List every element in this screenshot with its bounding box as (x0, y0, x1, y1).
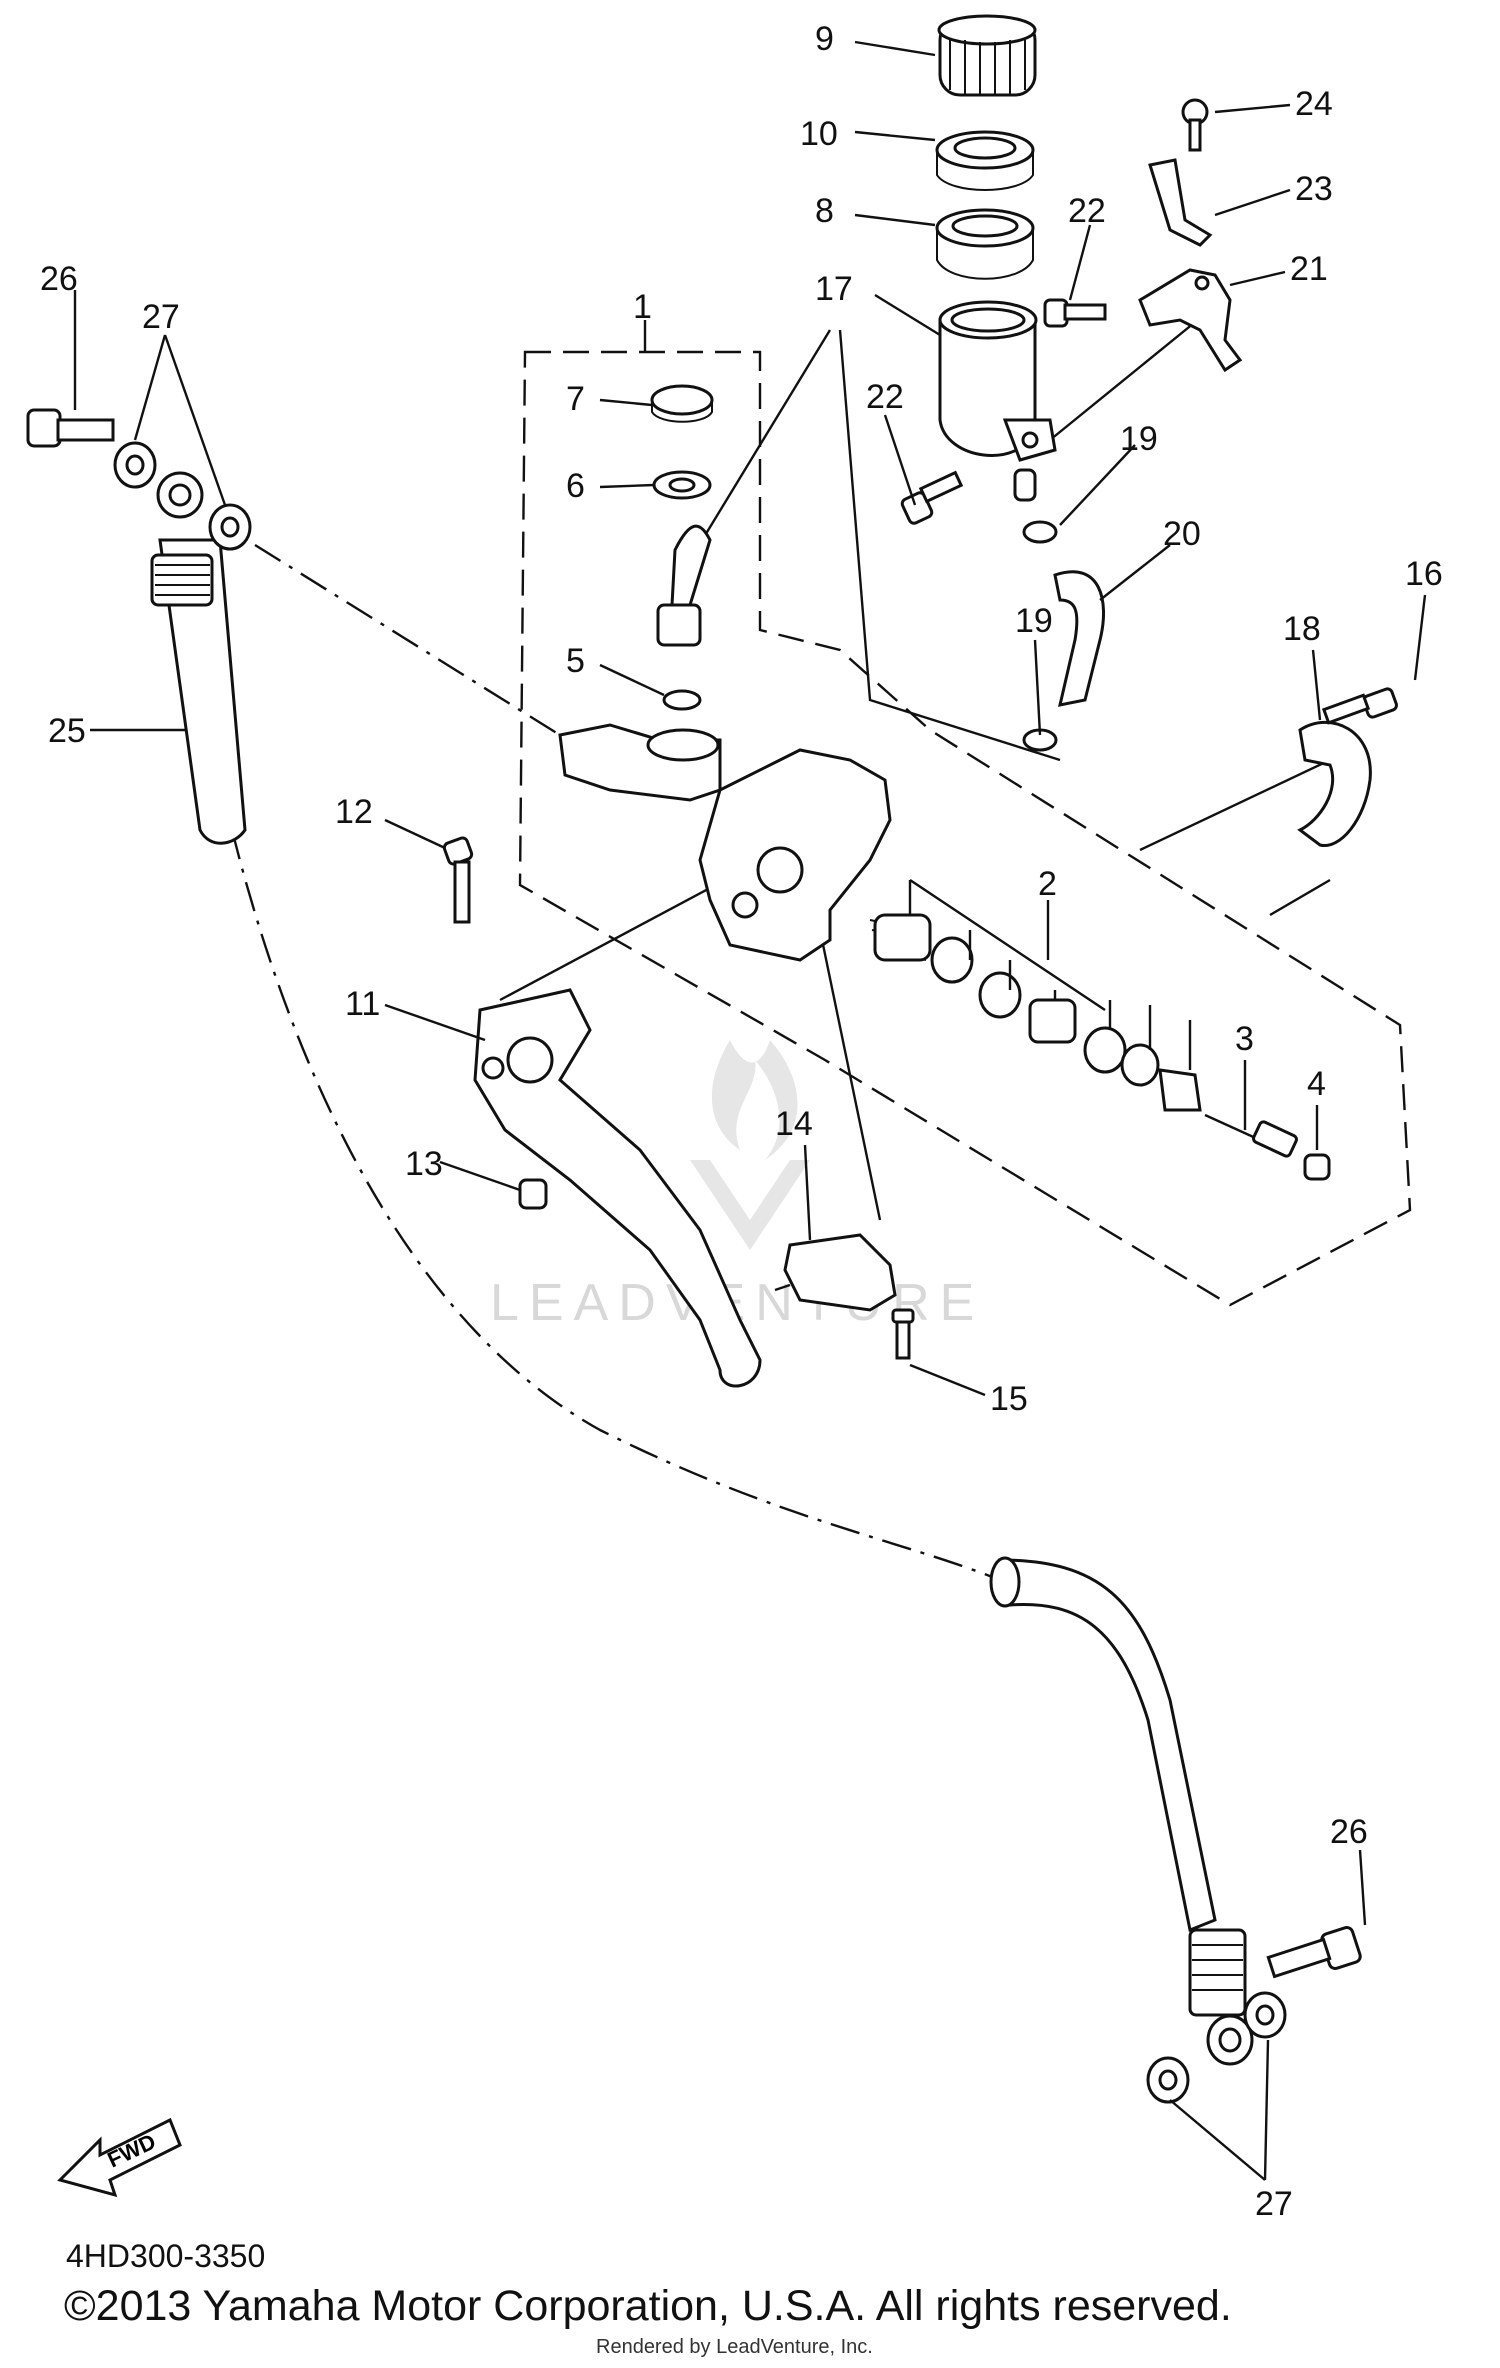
push-rod (1204, 1113, 1298, 1158)
callout-22-lower: 22 (866, 378, 904, 416)
callout-2: 2 (1038, 865, 1057, 903)
diagram-code: 4HD300-3350 (66, 2238, 266, 2274)
leader-lines (73, 40, 1427, 2181)
callout-20: 20 (1163, 515, 1201, 553)
callouts: 9 10 8 17 24 23 21 22 22 19 20 19 18 16 … (40, 20, 1443, 2223)
hose-joint (656, 524, 712, 647)
connection-line-clamp (1139, 758, 1331, 852)
callout-19-upper: 19 (1120, 420, 1158, 458)
callout-17: 17 (815, 270, 853, 308)
copper-washers-lower (1146, 1991, 1287, 2104)
callout-27-upper: 27 (142, 298, 180, 336)
clutch-switch (774, 1233, 897, 1312)
diaphragm-plate (935, 130, 1035, 191)
bolt-24 (1181, 98, 1209, 152)
pivot-bolt (442, 836, 474, 924)
callout-6: 6 (566, 467, 585, 505)
push-rod-nut (1303, 1153, 1331, 1181)
reservoir-stay (1138, 268, 1243, 373)
bolt-22-lower (900, 470, 964, 525)
connection-line-fitting (1269, 878, 1331, 917)
grommet (652, 470, 712, 500)
hose-clip-upper (1022, 520, 1058, 544)
master-cylinder-clamp (1297, 720, 1372, 847)
callout-4: 4 (1307, 1065, 1326, 1103)
clutch-lever (473, 988, 762, 1388)
callout-9: 9 (815, 20, 834, 58)
copper-washers-upper (113, 441, 252, 551)
reservoir-cap-small (650, 384, 714, 423)
reservoir-tank (938, 300, 1057, 502)
callout-26-upper: 26 (40, 260, 78, 298)
callout-5: 5 (566, 642, 585, 680)
bracket-23 (1148, 158, 1213, 247)
bolt-16 (1321, 687, 1398, 725)
callout-23: 23 (1295, 170, 1333, 208)
switch-screw (891, 1308, 915, 1360)
callout-24: 24 (1295, 85, 1333, 123)
callout-16: 16 (1405, 555, 1443, 593)
callout-10: 10 (800, 115, 838, 153)
lever-nut (518, 1178, 548, 1210)
callout-11: 11 (345, 985, 380, 1023)
callout-13: 13 (405, 1145, 443, 1183)
connection-line-bracket (1049, 309, 1211, 441)
callout-7: 7 (566, 380, 585, 418)
o-ring (662, 689, 702, 711)
union-bolt-upper (26, 408, 115, 448)
callout-18: 18 (1283, 610, 1321, 648)
piston-kit (869, 879, 1202, 1112)
connection-line-reservoir (688, 329, 832, 561)
callout-8: 8 (815, 192, 834, 230)
copyright-notice: ©2013 Yamaha Motor Corporation, U.S.A. A… (64, 2282, 1232, 2330)
connection-line-lever (499, 878, 726, 1002)
clutch-hose-upper (150, 471, 247, 845)
callout-1: 1 (633, 288, 652, 326)
callout-19-lower: 19 (1015, 602, 1053, 640)
callout-12: 12 (335, 793, 373, 831)
reservoir-cap (937, 14, 1037, 97)
connection-line-reservoir-b (838, 329, 1061, 762)
reservoir-hose (1053, 570, 1106, 707)
callout-27-lower: 27 (1255, 2185, 1293, 2223)
callout-21: 21 (1290, 250, 1328, 288)
connection-line-hose-lever (230, 829, 1001, 1582)
render-credit: Rendered by LeadVenture, Inc. (596, 2336, 873, 2358)
callout-22-upper: 22 (1068, 192, 1106, 230)
forward-arrow-icon: FWD (57, 2117, 182, 2198)
diaphragm (935, 208, 1035, 280)
callout-25: 25 (48, 712, 86, 750)
bolt-22-upper (1043, 298, 1107, 328)
assembly-outline (518, 350, 1412, 1307)
master-cylinder-body (558, 723, 892, 962)
union-bolt-lower (1266, 1925, 1362, 1979)
connection-line-switch (818, 929, 882, 1221)
callout-15: 15 (990, 1380, 1028, 1418)
callout-3: 3 (1235, 1020, 1254, 1058)
connection-line-hose-top (254, 543, 601, 762)
clutch-hose-lower (989, 1556, 1254, 2066)
callout-26-lower: 26 (1330, 1813, 1368, 1851)
callout-14: 14 (775, 1105, 813, 1143)
